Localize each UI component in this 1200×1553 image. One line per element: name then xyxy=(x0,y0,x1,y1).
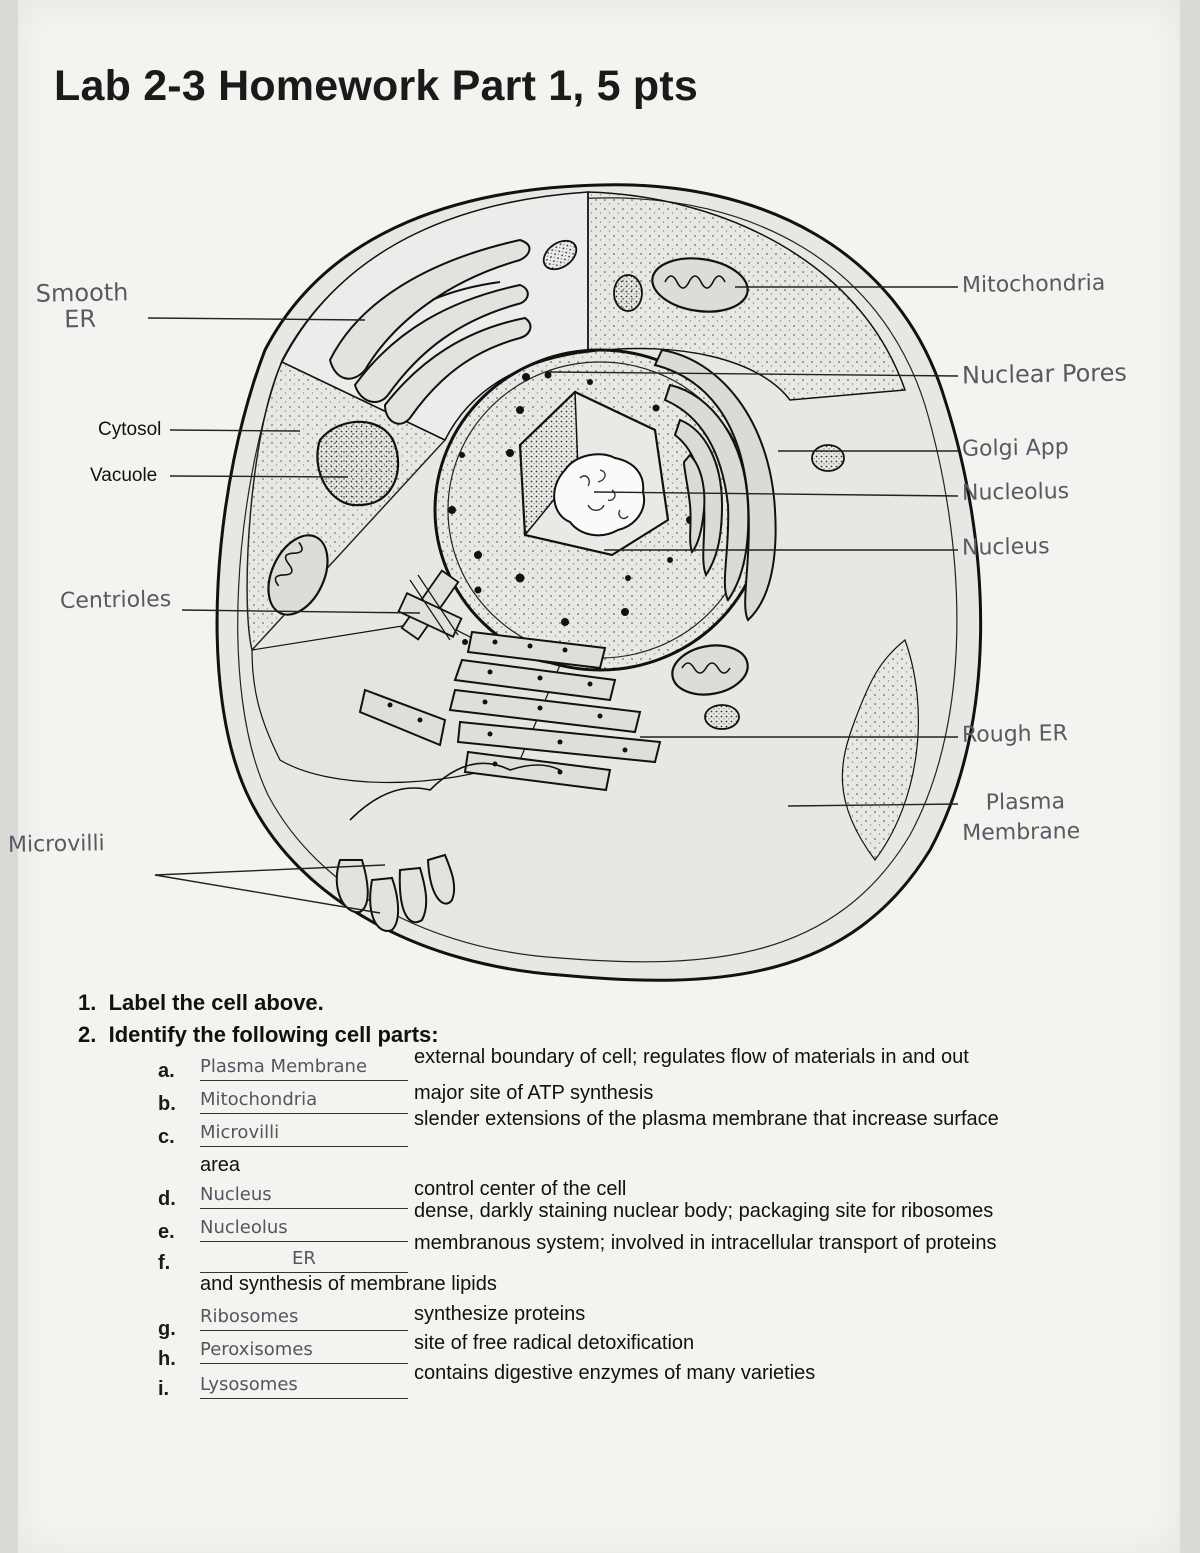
centrioles-shape xyxy=(397,569,463,641)
answer-field-e[interactable]: Nucleolus xyxy=(200,1217,408,1242)
nucleolus-shape xyxy=(553,453,646,537)
item-letter: c. xyxy=(158,1126,175,1148)
label-microvilli: Microvilli xyxy=(7,831,105,858)
label-cytosol: Cytosol xyxy=(98,419,162,440)
golgi-shape xyxy=(653,348,777,622)
item-letter: g. xyxy=(158,1318,176,1340)
question-2: 2. Identify the following cell parts: xyxy=(78,1022,439,1047)
answer-field-b[interactable]: Mitochondria xyxy=(200,1089,408,1114)
label-vacuole: Vacuole xyxy=(90,465,158,486)
item-description: major site of ATP synthesis xyxy=(414,1082,654,1104)
item-letter: f. xyxy=(158,1252,171,1274)
item-f-continuation: and synthesis of membrane lipids xyxy=(200,1273,497,1295)
label-nucleolus: Nucleolus xyxy=(961,479,1070,506)
item-letter: i. xyxy=(158,1378,170,1400)
item-description: control center of the cell xyxy=(414,1178,627,1200)
label-nucleus: Nucleus xyxy=(961,534,1050,561)
smooth-er-shape xyxy=(328,238,532,425)
answer-field-f[interactable]: ER xyxy=(200,1248,408,1273)
label-mitochondria: Mitochondria xyxy=(961,270,1106,299)
answer-field-i[interactable]: Lysosomes xyxy=(200,1374,408,1399)
item-description: dense, darkly staining nuclear body; pac… xyxy=(414,1200,994,1222)
label-nuclear-pores: Nuclear Pores xyxy=(961,358,1128,390)
item-letter: d. xyxy=(158,1188,176,1210)
answer-field-c[interactable]: Microvilli xyxy=(200,1122,408,1147)
label-smooth-er: Smooth ER xyxy=(35,278,129,334)
item-description: external boundary of cell; regulates flo… xyxy=(414,1046,969,1068)
item-description: slender extensions of the plasma membran… xyxy=(414,1108,999,1130)
answer-field-d[interactable]: Nucleus xyxy=(200,1184,408,1209)
answer-field-a[interactable]: Plasma Membrane xyxy=(200,1056,408,1081)
answer-field-g[interactable]: Ribosomes xyxy=(200,1306,408,1331)
item-description: membranous system; involved in intracell… xyxy=(414,1232,997,1254)
rough-er-shape xyxy=(358,630,662,792)
item-letter: a. xyxy=(158,1060,175,1082)
item-description: synthesize proteins xyxy=(414,1303,586,1325)
label-plasma-membrane: Plasma Membrane xyxy=(962,789,1081,847)
label-centrioles: Centrioles xyxy=(59,587,172,614)
item-description: contains digestive enzymes of many varie… xyxy=(414,1362,816,1384)
item-letter: e. xyxy=(158,1221,175,1243)
answer-field-h[interactable]: Peroxisomes xyxy=(200,1339,408,1364)
page-title: Lab 2-3 Homework Part 1, 5 pts xyxy=(54,62,699,110)
item-letter: h. xyxy=(158,1348,176,1370)
item-description: site of free radical detoxification xyxy=(414,1332,695,1354)
question-1: 1. Label the cell above. xyxy=(78,990,324,1015)
leader-lines xyxy=(147,286,959,914)
item-c-continuation: area xyxy=(200,1154,241,1176)
microvilli-shape xyxy=(335,762,561,932)
label-golgi: Golgi App xyxy=(961,435,1069,462)
label-rough-er: Rough ER xyxy=(961,721,1069,748)
nucleus-shape xyxy=(433,348,767,672)
item-letter: b. xyxy=(158,1093,176,1115)
vacuole-shape xyxy=(316,420,400,507)
mitochondria-shape xyxy=(267,257,749,696)
